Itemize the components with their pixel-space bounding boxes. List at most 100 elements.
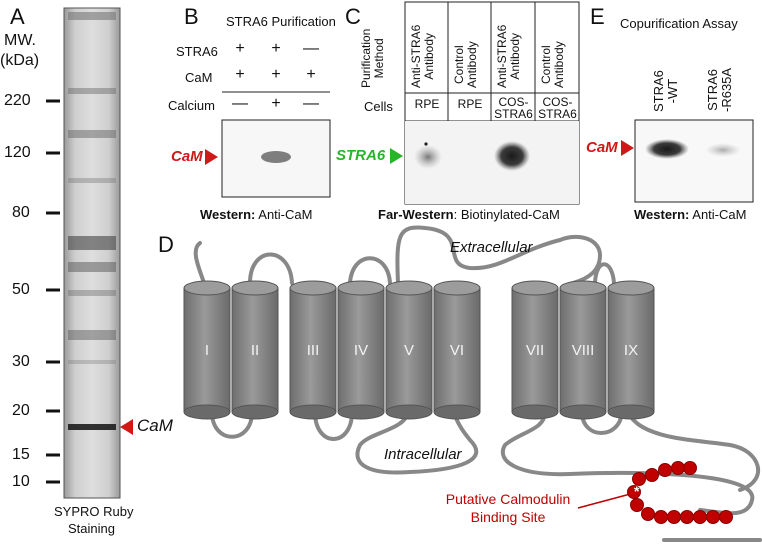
tm-label-2: II	[250, 342, 260, 359]
panel-c-cos-band	[494, 141, 530, 171]
panel-c-stra6-label: STRA6	[336, 147, 386, 164]
tm-helix-8	[559, 280, 607, 420]
panel-c-col4-line1: Control	[539, 45, 553, 84]
extracellular-label: Extracellular	[450, 239, 533, 256]
panel-e-lane1-label: STRA6-WT	[651, 70, 680, 112]
panel-b-row-label-cam: CaM	[185, 70, 213, 85]
panel-b-cam-band	[261, 151, 291, 163]
panel-b-cam-label: CaM	[171, 148, 203, 165]
marker-50: 50	[12, 281, 30, 298]
tm-label-5: V	[403, 342, 414, 359]
panel-b-calcium-lane2: +	[271, 95, 281, 112]
panel-e-blot	[634, 119, 754, 203]
marker-10: 10	[12, 473, 30, 490]
panel-e-cam-label: CaM	[586, 139, 618, 156]
tm-label-7: VII	[525, 342, 545, 359]
panel-e-lane2-label: STRA6-R635A	[705, 67, 734, 112]
panel-e-lane1-line2: -WT	[665, 78, 680, 104]
tm-label-3: III	[306, 342, 320, 359]
tm-helix-1	[183, 280, 231, 420]
panel-c-caption-bold: Far-Western	[378, 207, 454, 222]
cam-arrow-e	[621, 140, 634, 156]
panel-c-cell1-line1: RPE	[414, 97, 440, 111]
panel-e-caption-bold: Western:	[634, 207, 690, 222]
panel-b-caption-bold: Western:	[200, 207, 256, 222]
cam-arrow-b	[205, 149, 218, 165]
panel-b-cam-lane3: +	[306, 66, 316, 83]
panel-c-col2-line2: Antibody	[465, 41, 479, 88]
panel-b-calcium-lane1: —	[232, 95, 248, 112]
panel-c-cell1: RPE	[406, 98, 448, 110]
mw-marker-ticks	[46, 99, 60, 484]
tm-label-4: IV	[353, 342, 369, 359]
panel-e-wt-band	[645, 139, 689, 159]
stra6-arrow	[390, 148, 403, 164]
panel-b-cam-lane1: +	[235, 66, 245, 83]
panel-e-caption: Western: Anti-CaM	[634, 207, 746, 222]
marker-220: 220	[4, 92, 31, 109]
marker-20: 20	[12, 402, 30, 419]
tm-helix-7	[511, 280, 559, 420]
panel-c-cell3: COS-STRA6	[492, 96, 535, 120]
panel-c-letter: C	[345, 4, 361, 29]
panel-c-caption: Far-Western: Biotinylated-CaM	[378, 207, 560, 222]
panel-e-lane1-line1: STRA6	[651, 70, 666, 112]
panel-c-cells-label: Cells	[364, 99, 393, 114]
panel-c-dot	[424, 142, 428, 146]
tm-helices	[183, 280, 655, 420]
panel-b-calcium-lane3: —	[303, 95, 319, 112]
panel-c-cell4-line1: COS-	[542, 95, 573, 109]
marker-120: 120	[4, 144, 31, 161]
panel-c-method-line2: Method	[372, 38, 386, 79]
panel-c-rpe-band	[414, 145, 442, 169]
panel-c-col1-line1: Anti-STRA6	[409, 24, 423, 88]
tm-helix-3	[289, 280, 337, 420]
panel-b-caption: Western: Anti-CaM	[200, 207, 312, 222]
panel-c-col3-line1: Anti-STRA6	[495, 24, 509, 88]
panel-e-mutant-band	[705, 143, 741, 157]
panel-c-col1-line2: Antibody	[422, 32, 436, 80]
intracellular-label: Intracellular	[384, 446, 462, 463]
cam-arrow-a	[120, 419, 133, 435]
tm-helix-5	[385, 280, 433, 420]
panel-e-lane2-line2: -R635A	[719, 67, 734, 112]
panel-c-col4-line2: Antibody	[552, 41, 566, 88]
panel-b-title: STRA6 Purification	[226, 14, 336, 29]
marker-30: 30	[12, 353, 30, 370]
tm-label-8: VIII	[571, 342, 595, 359]
panel-c-col3-line2: Antibody	[508, 32, 522, 80]
panel-c-cell2: RPE	[449, 98, 491, 110]
tm-helix-6	[433, 280, 481, 420]
panel-e-title: Copurification Assay	[620, 16, 738, 31]
panel-a-caption-line1: SYPRO Ruby	[54, 504, 134, 519]
tm-helix-9	[607, 280, 655, 420]
panel-a-cam-label: CaM	[137, 416, 173, 435]
tm-label-1: I	[204, 342, 210, 359]
panel-b-caption-rest: Anti-CaM	[255, 207, 313, 222]
tm-label-6: VI	[449, 342, 465, 359]
marker-80: 80	[12, 204, 30, 221]
topology-loops	[193, 225, 762, 542]
panel-e-letter: E	[590, 4, 605, 29]
binding-site-label-line2: Binding Site	[470, 509, 546, 525]
mw-label-line2: (kDa)	[0, 52, 40, 69]
sypro-gel-lane	[63, 7, 121, 499]
panel-c-cell4-line2: STRA6	[538, 107, 577, 121]
tm-helix-2	[231, 280, 279, 420]
panel-b-row-label-calcium: Calcium	[168, 98, 215, 113]
tm-helix-4	[337, 280, 385, 420]
binding-site-label-line1: Putative Calmodulin	[445, 491, 571, 507]
panel-d-letter: D	[158, 232, 174, 257]
panel-c-cell4: COS-STRA6	[536, 96, 579, 120]
binding-site-asterisk: *	[634, 483, 640, 499]
binding-site-beads	[627, 461, 733, 524]
panel-e-lane2-line1: STRA6	[705, 69, 720, 111]
panel-a-letter: A	[10, 4, 25, 29]
marker-15: 15	[12, 446, 30, 463]
panel-c-method-line1: Purification	[359, 28, 373, 88]
